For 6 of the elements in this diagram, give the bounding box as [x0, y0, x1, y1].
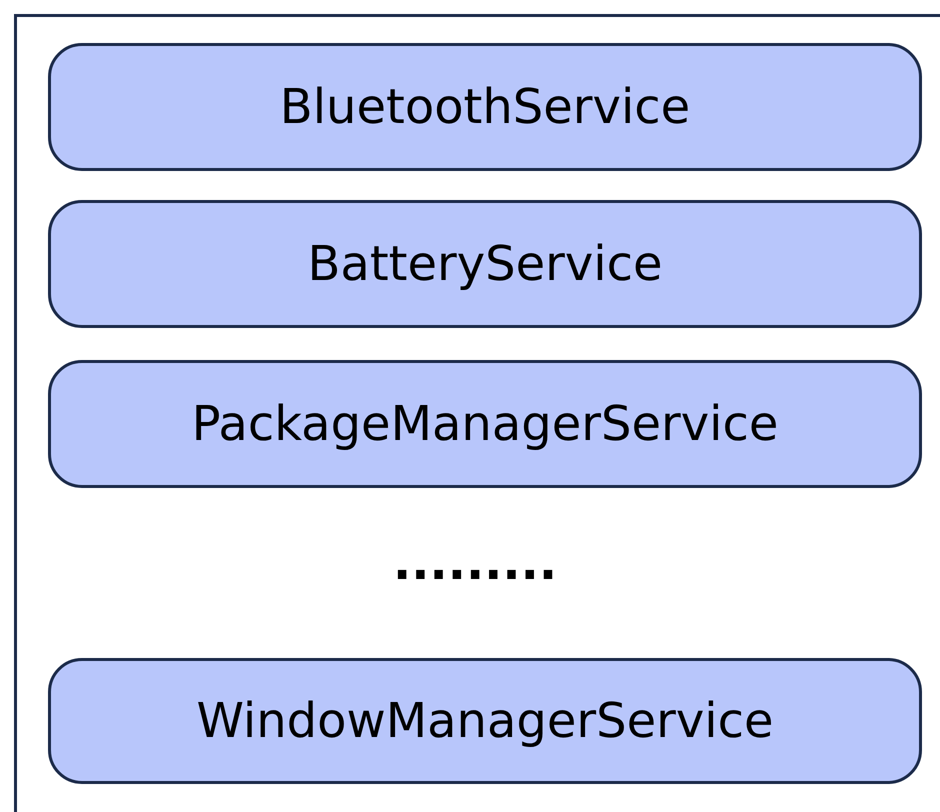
container-frame — [14, 14, 940, 812]
service-box: BluetoothService — [48, 43, 922, 171]
service-box: PackageManagerService — [48, 360, 922, 488]
service-box: WindowManagerService — [48, 658, 922, 784]
service-box: BatteryService — [48, 200, 922, 328]
ellipsis-text: ......... — [393, 535, 558, 591]
